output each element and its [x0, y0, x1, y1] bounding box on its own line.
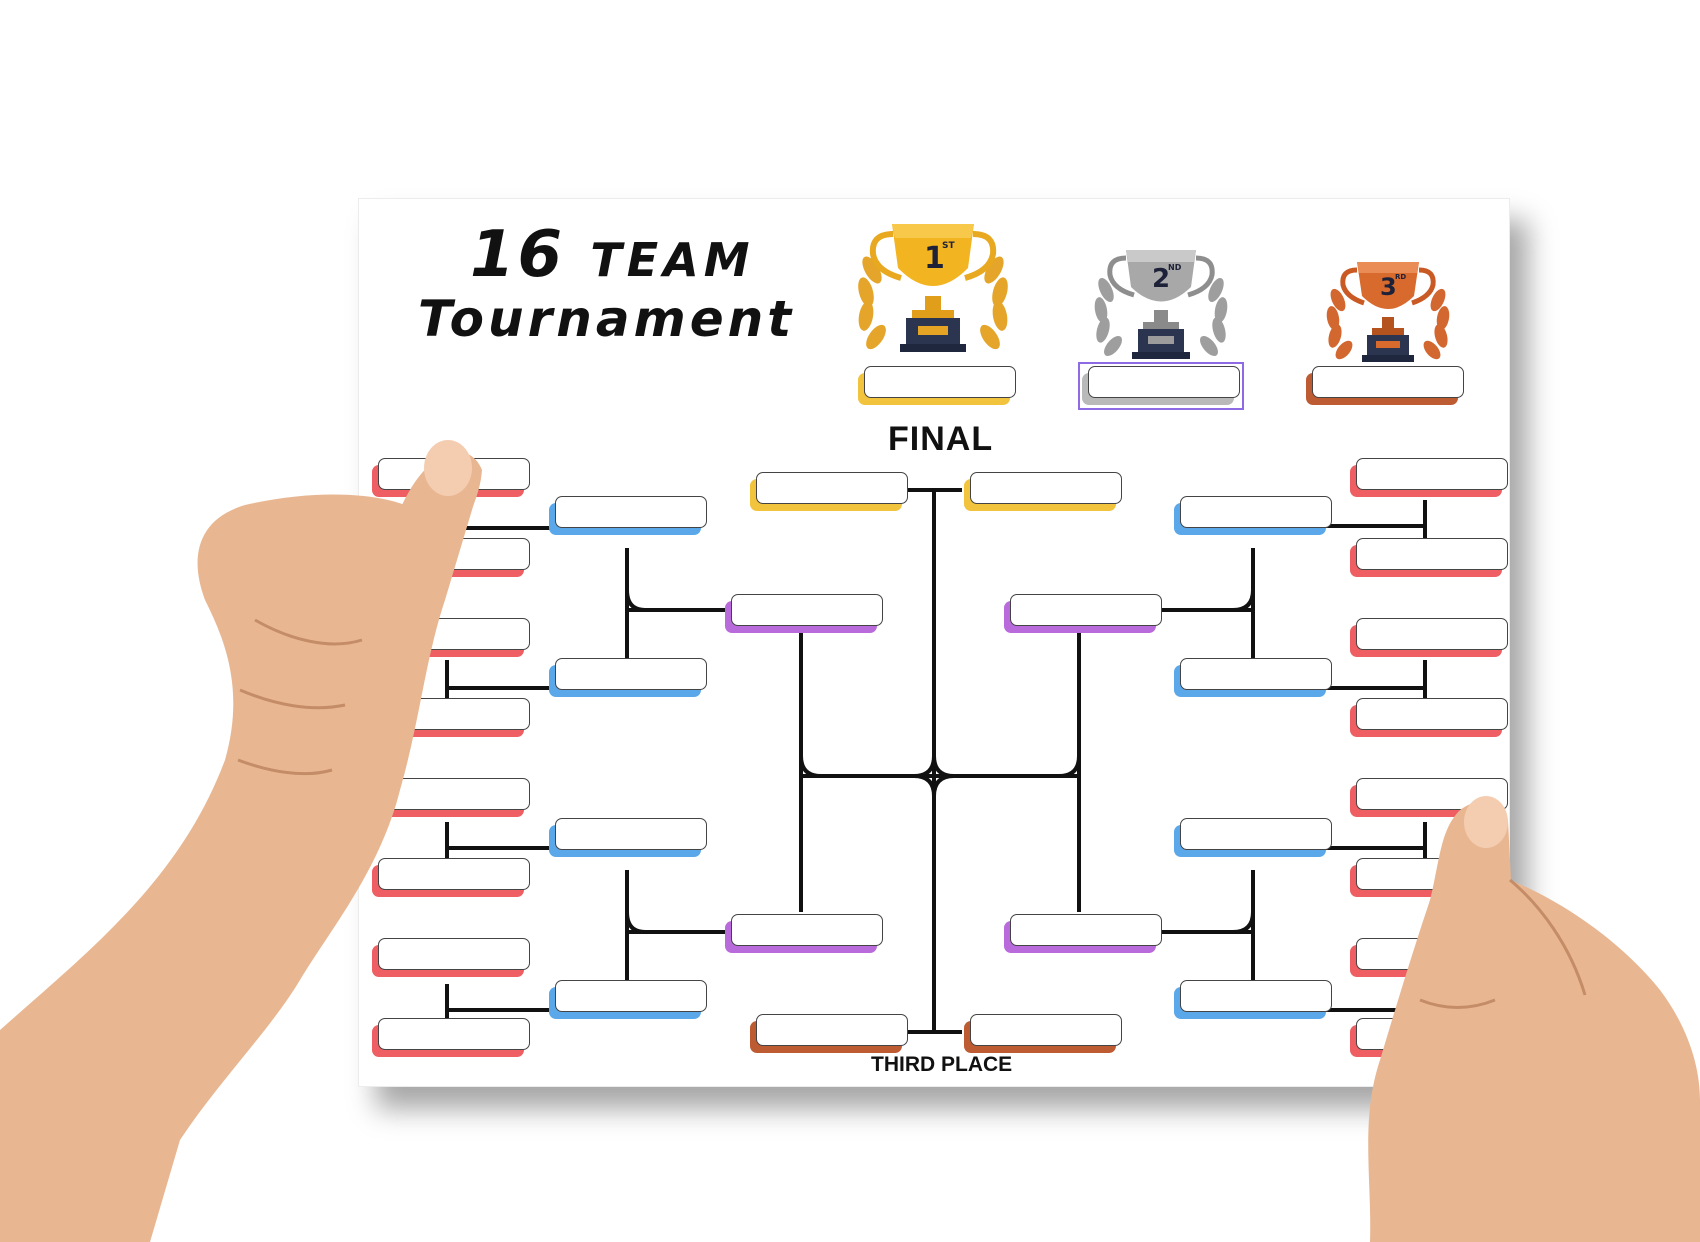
left-hand [0, 440, 482, 1242]
right-hand [1368, 796, 1700, 1242]
